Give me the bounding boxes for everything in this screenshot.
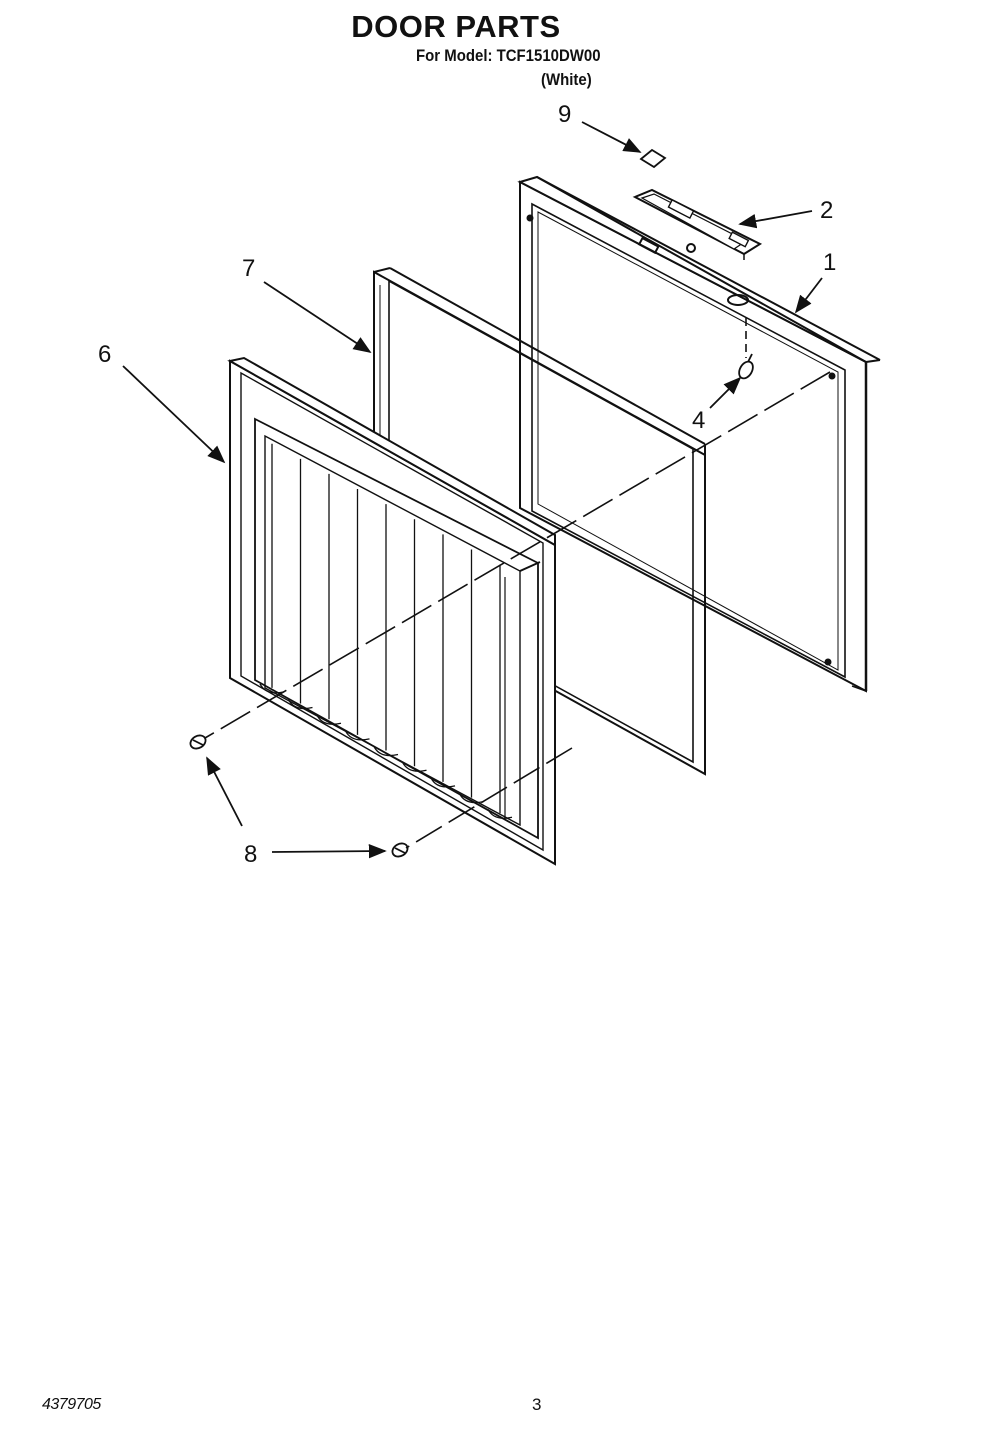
part-9-label: [639, 148, 667, 169]
callout-2: 2: [820, 197, 833, 224]
part-4-hinge-pin: [738, 353, 754, 380]
page-number: 3: [532, 1395, 542, 1414]
part-8-screw-lower: [391, 842, 409, 858]
liner-rib-curve: [344, 730, 370, 741]
part-8-screw-upper: [189, 734, 207, 750]
callout-8: 8: [244, 841, 257, 868]
callout-9: 9: [558, 101, 571, 128]
callout-4: 4: [692, 407, 705, 434]
liner-rib-curve: [487, 808, 513, 819]
callout-1: 1: [823, 249, 836, 276]
liner-ribs: [259, 443, 513, 819]
liner-rib-curve: [287, 699, 313, 710]
liner-rib-curve: [401, 761, 427, 772]
color-variant: (White): [541, 70, 592, 89]
liner-rib-curve: [430, 777, 456, 788]
model-line: For Model: TCF1510DW00: [416, 46, 601, 65]
leader-arrows: [122, 121, 823, 859]
liner-rib-curve: [259, 683, 285, 694]
liner-rib-curve: [316, 714, 342, 725]
assembly-guide-lines: [204, 318, 831, 849]
part-2-handle-strip: [632, 188, 763, 260]
part-6-inner-liner: [227, 356, 556, 866]
liner-rib-curve: [458, 793, 484, 804]
document-code: 4379705: [42, 1396, 101, 1413]
callout-6: 6: [98, 341, 111, 368]
callout-7: 7: [242, 255, 255, 282]
page-title: DOOR PARTS: [351, 9, 561, 44]
liner-rib-curve: [373, 746, 399, 757]
